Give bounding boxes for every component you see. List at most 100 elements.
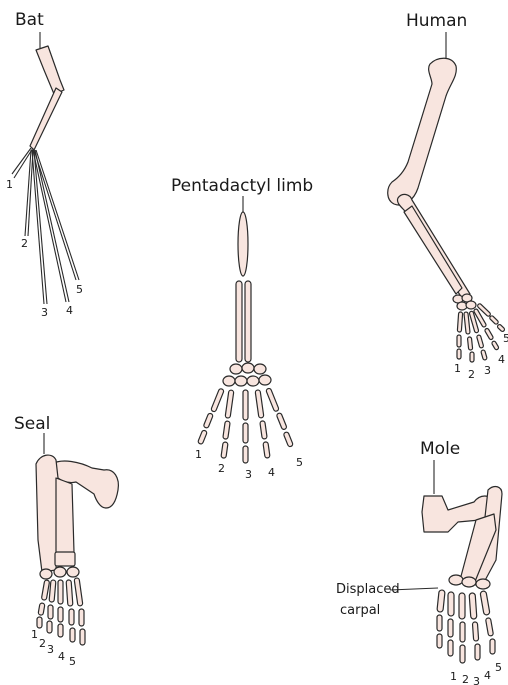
- bat-limb: Bat 1 2 3 4 5: [6, 10, 83, 319]
- phalanx: [38, 603, 45, 616]
- phalanx: [460, 622, 465, 642]
- phalanx: [203, 413, 213, 429]
- human-carpals: [453, 294, 476, 310]
- mole-digit-label-1: 1: [450, 670, 457, 683]
- carpal: [457, 302, 467, 310]
- seal-title: Seal: [14, 414, 50, 434]
- pentadactyl-carpals: [223, 363, 271, 386]
- phalanx: [283, 431, 293, 447]
- bat-digit-label-3: 3: [41, 306, 48, 319]
- phalanx: [475, 644, 480, 660]
- carpal: [476, 579, 490, 589]
- phalanx: [276, 412, 287, 430]
- phalanx: [484, 328, 493, 340]
- phalanx: [223, 421, 230, 440]
- pentadactyl-digit-label-3: 3: [245, 468, 252, 481]
- phalanx: [437, 590, 445, 613]
- phalanx: [497, 324, 506, 332]
- phalanx: [457, 335, 461, 347]
- phalanx: [490, 639, 495, 654]
- phalanx: [221, 442, 228, 459]
- seal-digit-label-4: 4: [58, 650, 65, 663]
- pentadactyl-radius: [236, 281, 242, 362]
- pentadactyl-digit-label-4: 4: [268, 466, 275, 479]
- phalanx: [485, 618, 493, 637]
- pentadactyl-humerus: [238, 212, 248, 276]
- mole-title: Mole: [420, 439, 460, 459]
- mole-digit-label-5: 5: [495, 661, 502, 674]
- human-digit-label-2: 2: [468, 368, 475, 381]
- phalanx: [58, 580, 63, 604]
- carpal: [247, 376, 259, 386]
- pentadactyl-title: Pentadactyl limb: [171, 176, 313, 196]
- mole-digit-3: [459, 593, 465, 663]
- pentadactyl-ulna: [245, 281, 251, 362]
- phalanx: [211, 388, 225, 412]
- human-title: Human: [406, 11, 467, 31]
- phalanx: [491, 341, 499, 351]
- carpal: [449, 575, 463, 585]
- pentadactyl-limb: Pentadactyl limb: [171, 176, 313, 481]
- phalanx: [49, 580, 56, 602]
- carpal: [67, 567, 79, 577]
- displaced-carpal-label-line1: Displaced: [336, 582, 400, 597]
- phalanx: [448, 640, 453, 656]
- human-digit-label-4: 4: [498, 353, 505, 366]
- seal-digit-label-1: 1: [31, 628, 38, 641]
- pentadactyl-digit-3: [243, 390, 248, 463]
- phalanx: [260, 421, 267, 440]
- phalanx: [79, 609, 84, 626]
- bat-digit-label-4: 4: [66, 304, 73, 317]
- phalanx: [255, 390, 264, 418]
- pentadactyl-digit-5: [266, 388, 294, 447]
- phalanx: [41, 580, 49, 601]
- human-digit-label-1: 1: [454, 362, 461, 375]
- phalanx: [480, 591, 490, 616]
- displaced-carpal-label-line2: carpal: [340, 603, 380, 618]
- phalanx: [481, 350, 488, 361]
- carpal: [230, 364, 242, 374]
- phalanx: [457, 349, 461, 359]
- carpal: [54, 567, 66, 577]
- phalanx: [80, 629, 85, 645]
- mole-limb: Mole: [336, 439, 502, 685]
- pentadactyl-digit-1: [198, 388, 225, 444]
- carpal: [223, 376, 235, 386]
- mole-digit-5: [480, 591, 495, 654]
- bat-digit-label-2: 2: [21, 237, 28, 250]
- seal-carpal-block: [55, 552, 75, 566]
- bat-title: Bat: [15, 10, 44, 30]
- phalanx: [470, 352, 474, 362]
- phalanx: [58, 607, 63, 622]
- human-humerus: [388, 58, 457, 205]
- seal-ulna: [56, 478, 74, 556]
- seal-digit-label-5: 5: [69, 655, 76, 668]
- phalanx: [243, 423, 248, 443]
- bat-forearm: [30, 88, 62, 150]
- phalanx: [47, 621, 52, 633]
- bat-digit-label-1: 1: [6, 178, 13, 191]
- phalanx: [437, 634, 442, 648]
- seal-digit-5: [74, 578, 85, 645]
- phalanx: [448, 592, 454, 616]
- mole-digit-1: [437, 590, 445, 648]
- phalanx: [37, 617, 42, 628]
- phalanx: [66, 580, 73, 606]
- phalanx: [58, 624, 63, 637]
- pentadactyl-digit-label-5: 5: [296, 456, 303, 469]
- seal-digit-label-3: 3: [47, 643, 54, 656]
- phalanx: [467, 337, 472, 350]
- phalanx: [460, 645, 465, 663]
- mole-digit-label-3: 3: [473, 675, 480, 685]
- seal-limb: Seal: [14, 414, 118, 668]
- phalanx: [437, 615, 442, 631]
- bat-digit-1: [12, 148, 31, 174]
- carpal: [242, 363, 254, 373]
- carpal: [254, 364, 266, 374]
- bat-digits: [12, 148, 79, 304]
- phalanx: [457, 312, 462, 332]
- seal-digit-3: [58, 580, 63, 637]
- phalanx: [464, 312, 470, 334]
- phalanx: [69, 609, 74, 625]
- human-digit-1: [457, 312, 463, 359]
